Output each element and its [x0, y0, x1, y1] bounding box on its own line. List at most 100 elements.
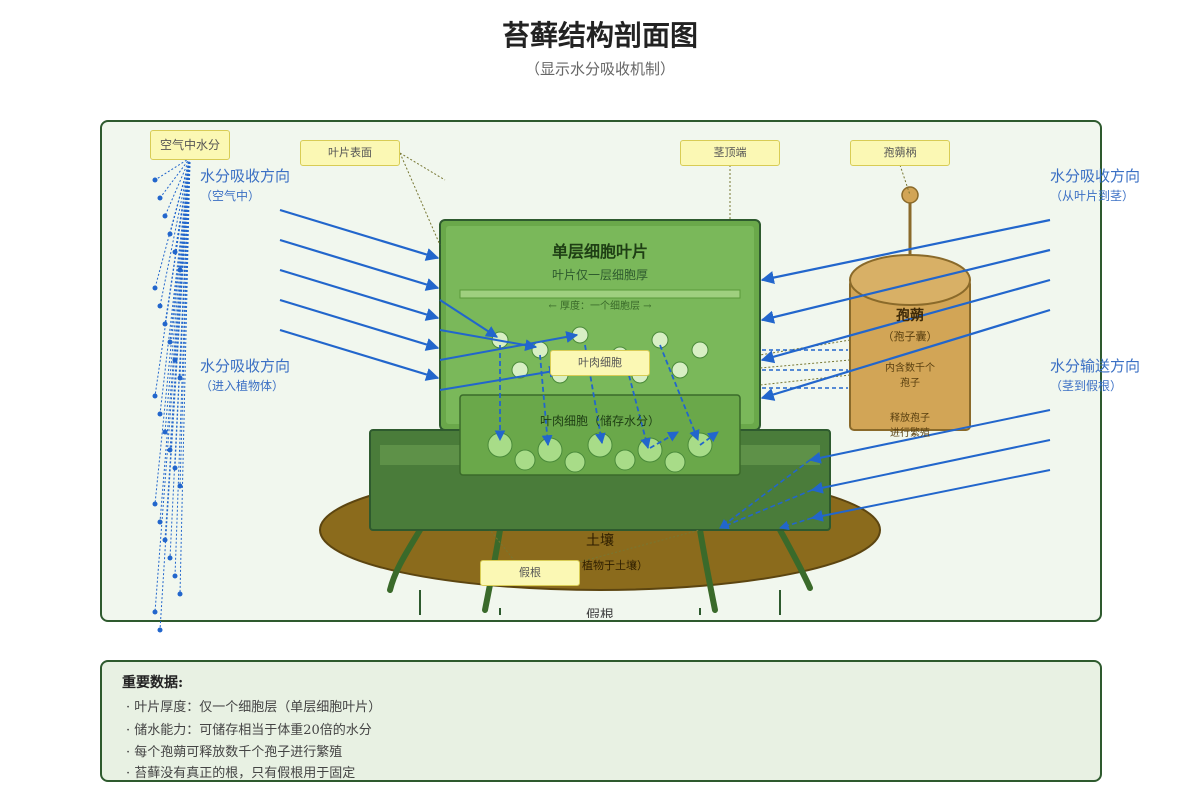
storage-cell	[564, 451, 586, 473]
key-data-item-2-text: 储水能力：可储存相当于体重20倍的水分	[134, 723, 372, 738]
moisture-dot	[157, 195, 163, 201]
callout-air-moisture: 空气中水分	[150, 130, 230, 160]
page-subtitle: （显示水分吸收机制）	[524, 60, 675, 78]
storage-cell	[614, 449, 636, 471]
sporangium-line4: 进行繁殖	[890, 428, 930, 439]
sporangium-line2: 孢子	[900, 378, 920, 389]
rhizoid-ticks	[419, 590, 781, 615]
moisture-dot	[172, 573, 178, 579]
rhizoid-1	[387, 527, 423, 593]
callout-mesophyll-cell: 叶肉细胞	[550, 350, 650, 376]
moisture-dot-line	[159, 157, 191, 307]
moisture-dot-line	[179, 157, 191, 487]
label-absorb-air-sub: （空气中）	[200, 189, 261, 203]
moisture-dot-line	[154, 157, 191, 289]
storage-label: 叶肉细胞（储存水分）	[539, 414, 660, 428]
callout-stem-tip: 茎顶端	[680, 140, 780, 166]
label-absorb-into: 水分吸收方向	[200, 357, 291, 375]
air-moisture-spray	[152, 157, 191, 633]
label-absorb-leaf-stem: 水分吸收方向	[1050, 167, 1141, 185]
label-absorb-leaf-stem-sub: （从叶片到茎）	[1050, 189, 1135, 203]
storage-cell	[537, 437, 563, 463]
key-data-title: 重要数据:	[122, 675, 184, 691]
sporangium-line3: 释放孢子	[890, 413, 930, 424]
moisture-dot	[172, 465, 178, 471]
leaf-thickness: ← 厚度：一个细胞层 →	[548, 301, 652, 312]
moisture-dot-line	[154, 157, 191, 397]
moisture-dot	[157, 627, 163, 633]
moisture-dot-line	[159, 157, 191, 631]
moisture-dot-line	[154, 157, 191, 613]
absorb-arrows-right	[760, 218, 1051, 401]
storage-cell	[514, 449, 536, 471]
key-data-box: 重要数据: · 叶片厚度：仅一个细胞层（单层细胞叶片） · 储水能力：可储存相当…	[100, 660, 1102, 782]
moisture-dot-line	[179, 157, 191, 595]
storage-cell	[664, 451, 686, 473]
soil-note: 植物于土壤）	[582, 559, 648, 572]
key-data-item-1-text: 叶片厚度：仅一个细胞层（单层细胞叶片）	[134, 700, 382, 715]
moisture-dot	[152, 393, 158, 399]
leaf-cell	[511, 361, 529, 379]
moisture-dot-line	[159, 157, 191, 415]
callout-rhizoid: 假根	[480, 560, 580, 586]
transport-arrows	[808, 409, 1051, 522]
internal-arrows	[439, 299, 579, 391]
moisture-dot	[167, 339, 173, 345]
leaf-title: 单层细胞叶片	[551, 242, 648, 261]
moisture-dot	[157, 303, 163, 309]
moisture-dot-line	[169, 157, 191, 559]
transport-dashes	[719, 459, 813, 531]
key-data-item-2: · 储水能力：可储存相当于体重20倍的水分	[126, 723, 372, 738]
moisture-dot	[162, 537, 168, 543]
moisture-dot	[152, 501, 158, 507]
label-absorb-air: 水分吸收方向	[200, 167, 291, 185]
moisture-dot-line	[159, 157, 191, 199]
moisture-dot	[162, 213, 168, 219]
key-data-item-3: · 每个孢蒴可释放数千个孢子进行繁殖	[126, 745, 343, 760]
leaf-cell	[671, 361, 689, 379]
key-data-item-4-text: 苔藓没有真正的根，只有假根用于固定	[134, 766, 356, 781]
sporangium-top	[849, 254, 971, 306]
sporangium-title: 孢蒴	[896, 308, 924, 324]
stalk-tip	[901, 186, 919, 204]
moisture-dot	[177, 483, 183, 489]
moisture-dot-line	[154, 157, 191, 505]
moisture-dot	[177, 591, 183, 597]
leaf-subtitle: 叶片仅一层细胞厚	[551, 268, 648, 282]
moisture-dot	[152, 285, 158, 291]
sporangium-sub: （孢子囊）	[882, 330, 938, 343]
moisture-dot	[162, 429, 168, 435]
moisture-dot-line	[154, 157, 191, 181]
rhizoid-bottom-label: 假根	[586, 608, 614, 618]
moisture-dot	[157, 519, 163, 525]
spore-dashes	[762, 349, 848, 389]
sporangium-line1: 内含数千个	[885, 363, 935, 374]
moisture-dot	[152, 177, 158, 183]
label-absorb-into-sub: （进入植物体）	[200, 379, 285, 393]
label-transport: 水分输送方向	[1050, 357, 1141, 375]
moisture-dot	[157, 411, 163, 417]
key-data-item-3-text: 每个孢蒴可释放数千个孢子进行繁殖	[134, 745, 343, 760]
moisture-dot	[167, 555, 173, 561]
page-title: 苔藓结构剖面图	[501, 19, 698, 52]
single-cell-layer	[459, 289, 741, 299]
callout-sporangium-stalk: 孢蒴柄	[850, 140, 950, 166]
key-data-item-4: · 苔藓没有真正的根，只有假根用于固定	[126, 766, 356, 781]
soil-label: 土壤	[586, 533, 614, 549]
leaf-cell	[691, 341, 709, 359]
moisture-dot-line	[164, 157, 191, 217]
label-transport-sub: （茎到假根）	[1050, 379, 1123, 393]
moisture-dot-line	[169, 157, 191, 451]
moisture-dot-line	[169, 157, 191, 343]
storage-cell	[637, 437, 663, 463]
moisture-dot	[152, 609, 158, 615]
key-data-item-1: · 叶片厚度：仅一个细胞层（单层细胞叶片）	[126, 700, 382, 715]
callout-leaf-surface: 叶片表面	[300, 140, 400, 166]
absorb-arrows-left	[279, 208, 440, 381]
moisture-dot-line	[174, 157, 191, 577]
rhizoid-3	[697, 527, 718, 613]
leaf-cell	[651, 331, 669, 349]
rhizoid-4	[777, 527, 813, 591]
moisture-dot	[162, 321, 168, 327]
